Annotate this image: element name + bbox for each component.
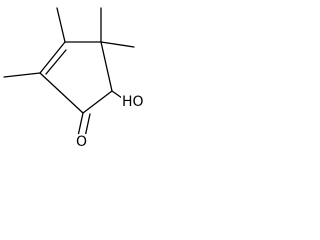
carbonyl-bond [77,112,84,137]
methyl-bond-c5 [3,72,41,78]
ring-bond-c1-c5-double [45,49,67,75]
carbonyl-oxygen-label-bg [74,134,89,149]
hydroxyl-bond [111,90,123,99]
hydroxyl-label-bg [121,94,150,109]
carbonyl-bond-double [84,113,91,138]
ring-bond-c3-c4 [82,90,113,114]
ring-bond-c1-c5 [39,41,66,74]
carbonyl-oxygen-label: O [76,134,87,150]
methyl-bond-c2-b [100,41,135,48]
molecule-structure-figure: HO O [0,0,158,152]
molecule-structure-svg: HO O [3,7,150,150]
methyl-bond-c1 [56,7,66,43]
ring-bond-c4-c5 [39,72,84,114]
ring-bond-c2-c3 [100,41,113,92]
hydroxyl-label: HO [122,94,144,110]
